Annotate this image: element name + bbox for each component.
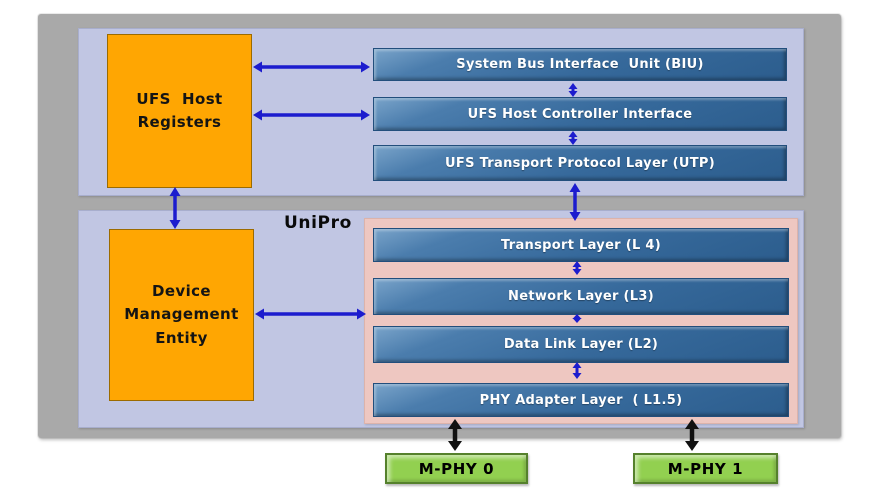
layer-box-phy-adapter-label: PHY Adapter Layer ( L1.5) [479, 392, 683, 408]
layer-box-hci: UFS Host Controller Interface [373, 97, 787, 131]
host-layers-panel: UFS Host Registers System Bus Interface … [78, 28, 804, 196]
host-controller-block: UFS Host Registers System Bus Interface … [38, 14, 841, 438]
mphy0-box: M-PHY 0 [385, 453, 528, 484]
unipro-label: UniPro [284, 213, 352, 233]
layer-box-network-label: Network Layer (L3) [508, 289, 654, 304]
device-management-entity-label: Device Management Entity [124, 282, 239, 347]
layer-box-transport: Transport Layer (L 4) [373, 228, 789, 262]
layer-box-utp-label: UFS Transport Protocol Layer (UTP) [445, 155, 715, 171]
device-management-entity-box: Device Management Entity [109, 229, 254, 401]
layer-box-phy-adapter: PHY Adapter Layer ( L1.5) [373, 383, 789, 417]
ufs-host-registers-box: UFS Host Registers [107, 34, 252, 188]
unipro-panel: UniPro Device Management Entity Transpor… [78, 210, 804, 428]
layer-box-utp: UFS Transport Protocol Layer (UTP) [373, 145, 787, 181]
layer-box-biu-label: System Bus Interface Unit (BIU) [456, 57, 704, 72]
mphy0-label: M-PHY 0 [418, 459, 495, 478]
mphy1-label: M-PHY 1 [667, 459, 744, 478]
layer-box-biu: System Bus Interface Unit (BIU) [373, 48, 787, 81]
layer-box-datalink-label: Data Link Layer (L2) [503, 337, 659, 352]
layer-box-network: Network Layer (L3) [373, 278, 789, 315]
mphy1-box: M-PHY 1 [633, 453, 778, 484]
ufs-host-registers-label: UFS Host Registers [136, 89, 223, 131]
unipro-stack-panel: Transport Layer (L 4) Network Layer (L3)… [364, 218, 798, 424]
layer-box-datalink: Data Link Layer (L2) [373, 326, 789, 363]
layer-box-transport-label: Transport Layer (L 4) [501, 237, 661, 253]
layer-box-hci-label: UFS Host Controller Interface [467, 106, 693, 122]
